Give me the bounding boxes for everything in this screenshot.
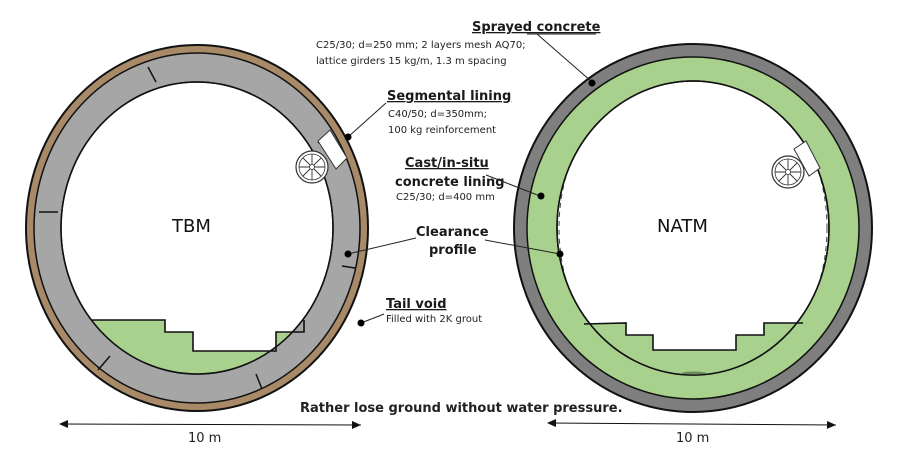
natm-clearance-profile — [558, 81, 828, 375]
cast-lining-spec: C25/30; d=400 mm — [396, 192, 495, 203]
sprayed-concrete-spec-1: C25/30; d=250 mm; 2 layers mesh AQ70; — [316, 40, 526, 51]
clearance-title-1: Clearance — [416, 225, 489, 240]
natm-cross-section: NATM — [513, 43, 873, 413]
leader-segmental — [347, 102, 387, 138]
cast-lining-title-1: Cast/in-situ — [405, 156, 489, 171]
leader-sprayed — [536, 33, 593, 83]
tail-void-title: Tail void — [386, 297, 447, 312]
leader-lines — [347, 33, 596, 324]
tbm-vehicle-body — [317, 129, 348, 170]
tail-void-spec: Filled with 2K grout — [386, 314, 482, 325]
leader-clearance-tbm — [347, 237, 417, 255]
tbm-label: TBM — [171, 216, 211, 237]
leader-dots — [344, 79, 596, 327]
natm-invert-outline — [583, 322, 803, 351]
natm-drain-mark — [682, 371, 706, 375]
natm-vehicle-body — [793, 140, 821, 177]
tbm-vehicle-wheel — [295, 129, 348, 184]
natm-label: NATM — [657, 216, 708, 237]
natm-interior-outline — [556, 80, 830, 376]
sprayed-concrete-title: Sprayed concrete — [472, 20, 601, 35]
clearance-title-2: profile — [429, 243, 477, 258]
leader-cast — [485, 174, 541, 197]
tbm-interior-outline — [60, 81, 334, 375]
cast-lining-title-2: concrete lining — [395, 175, 505, 190]
segmental-lining-spec-2: 100 kg reinforcement — [388, 125, 496, 136]
natm-vehicle-wheel — [771, 140, 821, 189]
leader-clearance-natm — [484, 239, 561, 255]
leader-tailvoid — [360, 313, 385, 324]
tbm-invert-outline — [91, 319, 305, 352]
tbm-dimension-label: 10 m — [188, 431, 221, 446]
segmental-lining-title: Segmental lining — [387, 89, 511, 104]
natm-dimension-label: 10 m — [676, 431, 709, 446]
segmental-lining-spec-1: C40/50; d=350mm; — [388, 109, 487, 120]
sprayed-concrete-spec-2: lattice girders 15 kg/m, 1.3 m spacing — [316, 56, 507, 67]
caption: Rather lose ground without water pressur… — [300, 401, 623, 416]
natm-dimension-arrow — [547, 419, 837, 429]
tbm-cross-section: TBM — [25, 44, 369, 412]
tbm-dimension-arrow — [59, 420, 362, 429]
